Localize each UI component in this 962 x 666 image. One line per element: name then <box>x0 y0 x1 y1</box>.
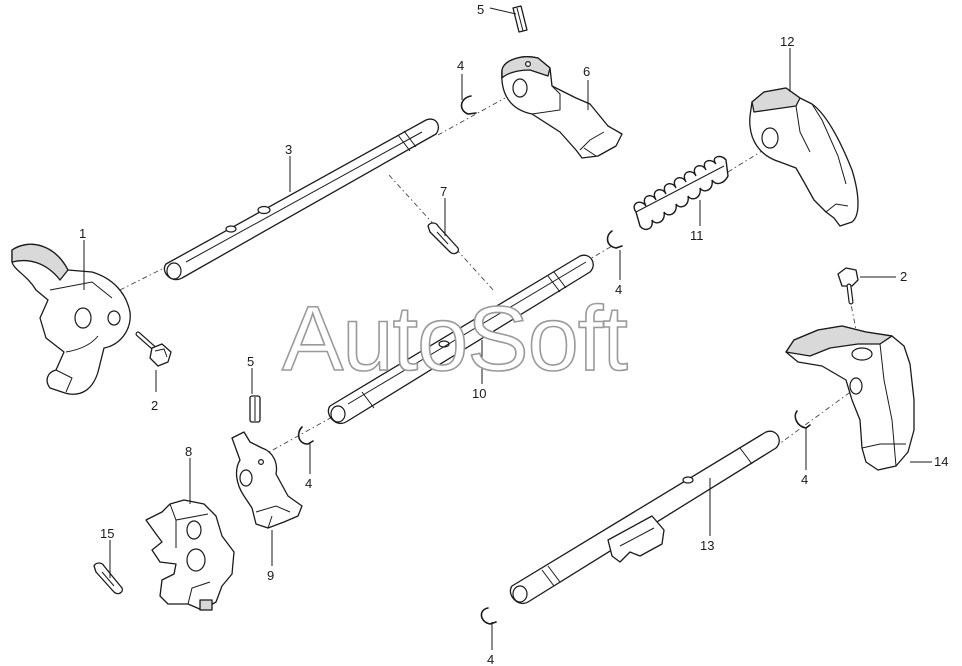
part-10-shift-rail <box>327 254 594 425</box>
leader-lines <box>83 7 932 650</box>
part-7-pin <box>427 222 460 255</box>
part-4-clip-upper <box>460 95 477 115</box>
part-4-clip-right <box>794 410 811 429</box>
callout-7: 7 <box>440 184 447 199</box>
part-11-spring <box>633 155 729 231</box>
callout-11: 11 <box>690 228 704 243</box>
part-6-shift-lug <box>501 56 623 159</box>
part-4-clip-lower-left <box>297 426 314 445</box>
callout-3: 3 <box>285 142 292 157</box>
callout-4-upper: 4 <box>457 58 464 73</box>
callout-1: 1 <box>79 226 86 241</box>
callout-4-bottom: 4 <box>487 652 494 666</box>
axis-lines <box>119 97 861 457</box>
part-3-shift-rail <box>163 118 440 281</box>
part-15-pin <box>93 562 124 595</box>
callout-14: 14 <box>934 454 948 469</box>
callout-labels: 1 2 2 3 4 4 4 4 4 5 5 6 7 8 9 10 11 12 1… <box>79 2 948 666</box>
part-13-shift-rail <box>509 430 780 605</box>
part-4-clip-middle <box>606 230 623 249</box>
callout-4-right: 4 <box>801 472 808 487</box>
callout-10: 10 <box>472 386 486 401</box>
part-12-shift-fork <box>749 87 859 227</box>
callout-2-left: 2 <box>151 398 158 413</box>
callout-4-middle: 4 <box>615 282 622 297</box>
callout-4-lower-left: 4 <box>305 476 312 491</box>
callout-15: 15 <box>100 526 114 541</box>
callout-6: 6 <box>583 64 590 79</box>
callout-2-right: 2 <box>900 269 907 284</box>
part-5-roll-pin-middle <box>249 395 261 423</box>
part-8-shift-block <box>145 499 235 611</box>
callout-12: 12 <box>780 34 794 49</box>
part-2-bolt-left <box>135 331 172 367</box>
watermark-text: AutoSoft <box>282 288 627 390</box>
callout-9: 9 <box>267 568 274 583</box>
part-9-shift-lug <box>231 431 303 529</box>
part-2-bolt-right <box>837 267 859 305</box>
callout-8: 8 <box>185 444 192 459</box>
callout-13: 13 <box>700 538 714 553</box>
callout-5-top: 5 <box>477 2 484 17</box>
part-14-shift-fork <box>785 325 915 471</box>
part-5-roll-pin-top <box>512 5 528 33</box>
part-1-shift-fork <box>11 243 131 395</box>
part-4-clip-bottom <box>480 607 497 625</box>
callout-5-middle: 5 <box>247 354 254 369</box>
